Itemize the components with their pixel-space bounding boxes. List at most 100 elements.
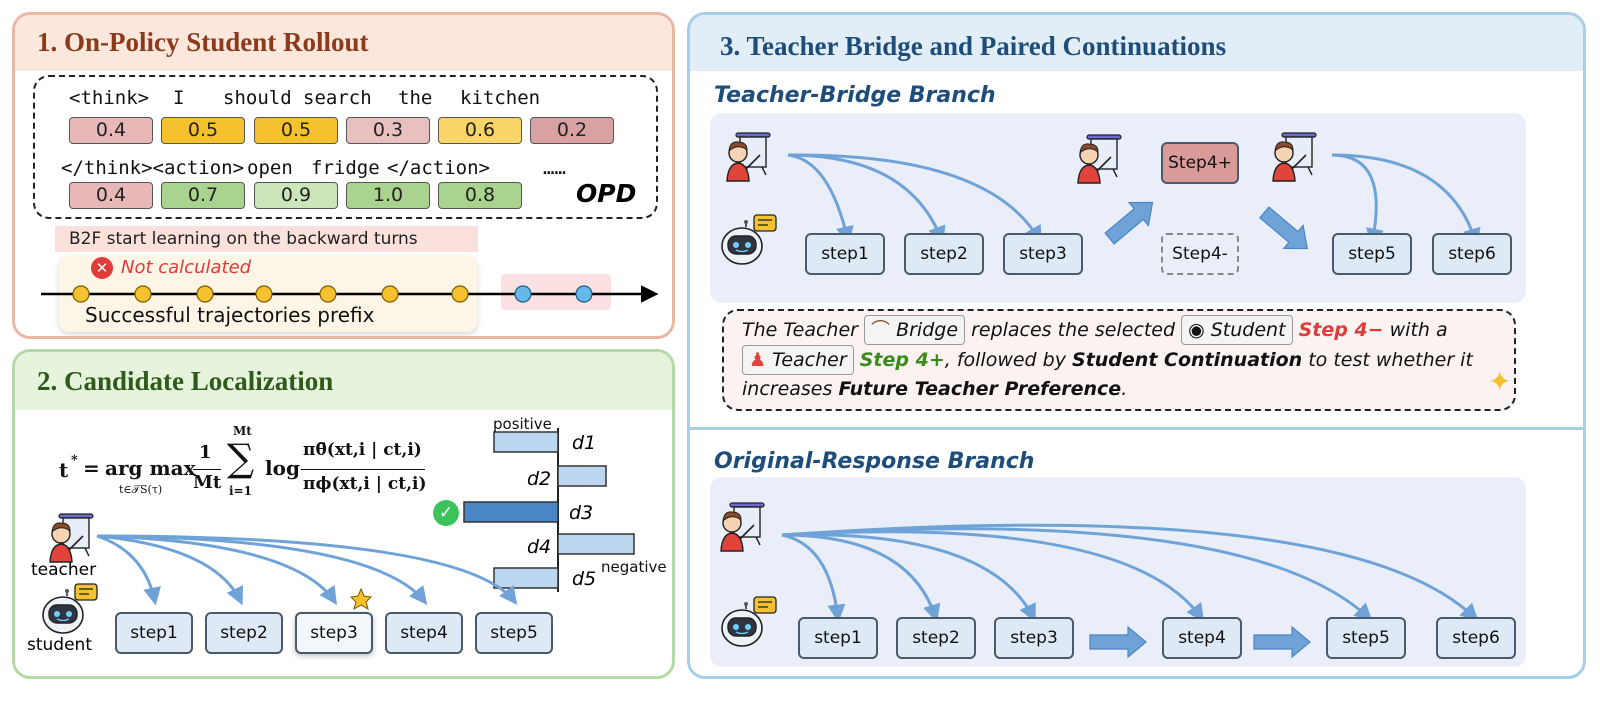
token: open xyxy=(247,157,293,179)
student-label: student xyxy=(27,635,92,655)
teacher-chip: ♟ Teacher xyxy=(742,345,854,375)
formula-sum-top: Mt xyxy=(233,424,252,438)
localization-formula: t * = arg max t∈𝒯S(τ) 1 Mt Mt ∑ i=1 log … xyxy=(57,420,437,510)
branch1-arrows xyxy=(721,132,1481,265)
bridge-chip: ⌒ Bridge xyxy=(864,315,966,345)
formula-argmax-sub: t∈𝒯S(τ) xyxy=(119,483,163,496)
step-box: step2 xyxy=(896,617,976,659)
teacher-icon xyxy=(47,512,99,564)
formula-sum-sign: ∑ xyxy=(227,436,255,480)
desc-text: to test whether it xyxy=(1308,349,1473,371)
prefix-label: Successful trajectories prefix xyxy=(85,303,375,327)
score-cell: 0.5 xyxy=(161,117,245,144)
formula-frac-num: 1 xyxy=(199,442,212,463)
continuation-text: Student Continuation xyxy=(1072,349,1303,371)
step-box: step5 xyxy=(1326,617,1406,659)
score-cell: 0.8 xyxy=(438,182,522,209)
bar-label-d3: d3 xyxy=(569,502,594,524)
step4-minus-box: Step4- xyxy=(1161,233,1239,275)
step-box: step6 xyxy=(1432,233,1512,275)
panel1-header xyxy=(15,15,672,71)
score-cell: 1.0 xyxy=(346,182,430,209)
panel3-header xyxy=(690,15,1583,71)
preference-bars xyxy=(463,428,635,592)
token: </think><action> xyxy=(61,157,245,179)
formula-lhs: t xyxy=(59,458,69,482)
token: <think> xyxy=(69,87,150,109)
step-box: step1 xyxy=(805,233,885,275)
panel2-title: 2. Candidate Localization xyxy=(37,366,334,396)
score-cell: 0.4 xyxy=(69,117,153,144)
step-box: step5 xyxy=(475,612,553,654)
step-box: step3 xyxy=(994,617,1074,659)
bridge-chip-label: Bridge xyxy=(896,319,959,341)
branch1-title: Teacher-Bridge Branch xyxy=(714,83,996,108)
check-icon: ✓ xyxy=(433,500,459,526)
step-box: step4 xyxy=(1162,617,1242,659)
step4-plus-box: Step4+ xyxy=(1161,142,1239,184)
bar-label-d4: d4 xyxy=(527,536,552,558)
teacher-icon xyxy=(718,501,770,553)
formula-log: log xyxy=(265,456,300,480)
score-cell: 0.7 xyxy=(161,182,245,209)
step-box: step1 xyxy=(798,617,878,659)
bar-label-d1: d1 xyxy=(572,432,597,454)
formula-sum-bottom: i=1 xyxy=(229,484,252,498)
desc-text: . xyxy=(1121,378,1128,400)
teacher-label: teacher xyxy=(31,560,97,580)
score-cell: 0.2 xyxy=(530,117,614,144)
panel-on-policy-rollout: 1. On-Policy Student Rollout <think> I s… xyxy=(12,12,675,339)
step-box: step1 xyxy=(115,612,193,654)
formula-lhs-sup: * xyxy=(71,453,78,468)
opd-label: OPD xyxy=(576,179,637,208)
token: </action> xyxy=(387,157,490,179)
branch-divider xyxy=(690,427,1583,430)
formula-frac-den: Mt xyxy=(193,472,222,493)
step-box: step5 xyxy=(1332,233,1412,275)
score-cell: 0.3 xyxy=(346,117,430,144)
formula-frac-line xyxy=(193,469,221,470)
cross-icon: ✕ xyxy=(91,257,113,279)
step-box: step6 xyxy=(1436,617,1516,659)
bar-positive-label: positive xyxy=(493,415,552,433)
score-cell: 0.5 xyxy=(254,117,338,144)
b2f-note: B2F start learning on the backward turns xyxy=(55,226,478,252)
sparkle-icon xyxy=(349,587,373,611)
panel-candidate-localization: 2. Candidate Localization t * = arg max … xyxy=(12,349,675,679)
token: should xyxy=(223,87,292,109)
score-cell: 0.6 xyxy=(438,117,522,144)
localization-arrows xyxy=(42,513,518,634)
teacher-icon: ♟ xyxy=(749,349,767,371)
step-box: step3 xyxy=(1003,233,1083,275)
student-chip: ◉ Student xyxy=(1181,315,1293,345)
formula-denominator: πϕ(xt,i | ct,i) xyxy=(303,474,427,494)
formula-argmax: arg max xyxy=(105,456,196,480)
bridge-description-box xyxy=(722,309,1516,411)
token-ellipsis: …… xyxy=(543,157,566,179)
score-cell: 0.4 xyxy=(69,182,153,209)
desc-text: The Teacher xyxy=(742,319,858,341)
student-robot-icon: ◉ xyxy=(1188,319,1205,341)
token: kitchen xyxy=(460,87,541,109)
token: search xyxy=(303,87,372,109)
formula-main-line xyxy=(301,469,425,470)
bar-negative-label: negative xyxy=(601,558,667,576)
panel1-title: 1. On-Policy Student Rollout xyxy=(37,27,369,57)
token: the xyxy=(398,87,433,109)
panel-teacher-bridge: 3. Teacher Bridge and Paired Continuatio… xyxy=(687,12,1586,679)
step4-minus-text: Step 4− xyxy=(1298,319,1384,341)
student-robot-icon xyxy=(720,601,776,647)
desc-text: increases xyxy=(742,378,833,400)
score-cell: 0.9 xyxy=(254,182,338,209)
token-score-box xyxy=(33,75,658,219)
step-box: step4 xyxy=(385,612,463,654)
formula-equals: = xyxy=(83,456,100,480)
step4-plus-text: Step 4+ xyxy=(859,349,945,371)
panel2-header xyxy=(15,352,672,410)
preference-text: Future Teacher Preference xyxy=(838,378,1122,400)
desc-text: replaces the selected xyxy=(971,319,1176,341)
description-line-3: increases Future Teacher Preference. xyxy=(742,375,1127,403)
token: I xyxy=(173,87,185,109)
description-line-2: ♟ Teacher Step 4+, followed by Student C… xyxy=(742,345,1473,375)
token: fridge xyxy=(311,157,380,179)
